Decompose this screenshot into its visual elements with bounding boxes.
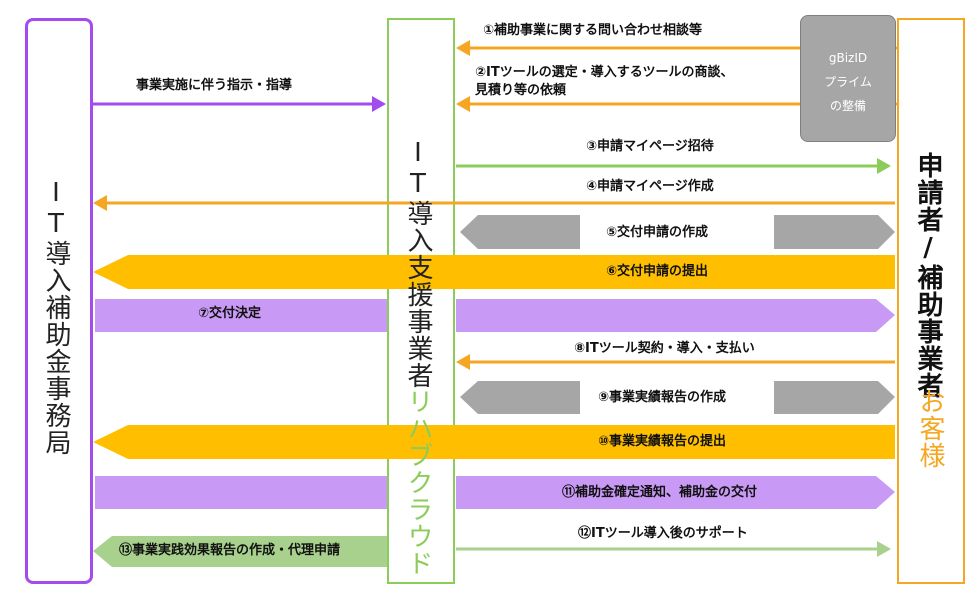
label-step-5: ⑤交付申請の作成 <box>606 225 709 240</box>
label-step-6: ⑥交付申請の提出 <box>606 264 709 279</box>
arrow-3-line <box>456 158 891 174</box>
label-step-3: ③申請マイページ招待 <box>586 139 714 154</box>
vendor-column <box>387 18 455 584</box>
label-step-2a: ②ITツールの選定・導入するツールの商談、 <box>475 65 734 80</box>
gbizid-box: gBizID プライム の整備 <box>800 15 896 142</box>
arrow-4-line <box>93 195 895 211</box>
label-step-1: ①補助事業に関する問い合わせ相談等 <box>483 23 703 38</box>
arrow-9-block <box>460 381 895 414</box>
label-step-12: ⑫ITツール導入後のサポート <box>578 526 748 541</box>
applicant-subtitle: お客様 <box>915 388 945 469</box>
label-step-4: ④申請マイページ作成 <box>586 179 714 194</box>
office-column <box>25 18 93 584</box>
arrow-instruct-line <box>93 96 386 112</box>
arrow-7-block <box>95 299 895 332</box>
label-step-7: ⑦交付決定 <box>198 306 262 321</box>
label-step-13: ⑬事業実践効果報告の作成・代理申請 <box>119 543 341 558</box>
vendor-title: IT導入支援事業者 <box>403 138 433 389</box>
arrow-10-block <box>93 425 895 459</box>
arrow-11-block <box>95 476 895 509</box>
office-title: IT導入補助金事務局 <box>41 178 71 456</box>
arrow-5-block <box>460 215 895 249</box>
arrow-13-block <box>93 536 387 567</box>
applicant-column <box>897 18 965 584</box>
applicant-title: 申請者/補助事業者 <box>913 152 943 399</box>
label-step-10: ⑩事業実績報告の提出 <box>598 434 727 449</box>
gbizid-line2: プライム <box>824 75 872 89</box>
arrow-12-line <box>456 541 891 557</box>
label-step-8: ⑧ITツール契約・導入・支払い <box>574 341 755 356</box>
gbizid-line1: gBizID <box>828 51 868 65</box>
arrow-8-line <box>456 354 895 370</box>
label-step-11: ⑪補助金確定通知、補助金の交付 <box>562 485 758 500</box>
vendor-subtitle: リハブクラウド <box>403 388 433 577</box>
arrow-6-block <box>93 255 895 289</box>
gbizid-line3: の整備 <box>829 99 866 113</box>
label-step-9: ⑨事業実績報告の作成 <box>598 390 727 405</box>
label-instruct: 事業実施に伴う指示・指導 <box>136 78 293 93</box>
label-step-2b: 見積り等の依頼 <box>475 83 567 98</box>
